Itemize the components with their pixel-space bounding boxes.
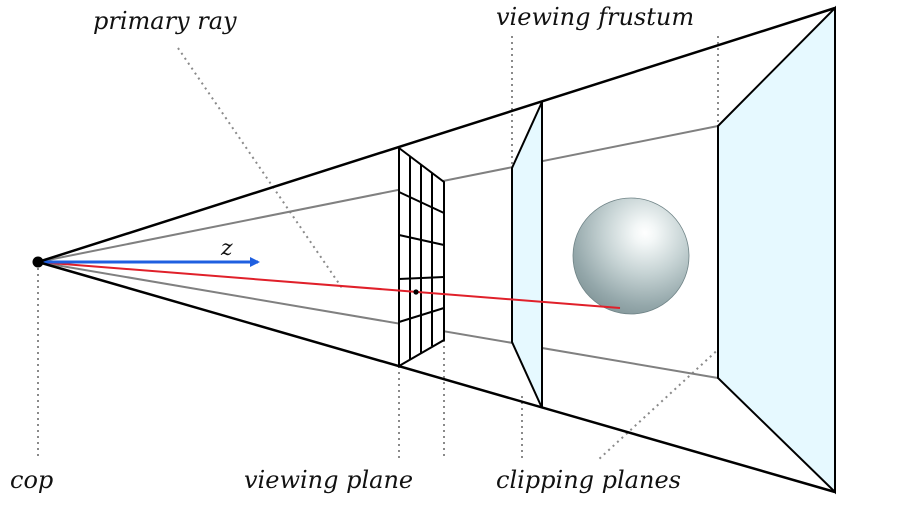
- leader-primary-ray: [177, 47, 343, 289]
- inner-edge-top: [37, 125, 719, 263]
- sphere: [572, 197, 690, 315]
- leader-lines: [37, 36, 836, 461]
- outer-edge-top: [37, 6, 836, 264]
- label-viewing-frustum: viewing frustum: [496, 3, 694, 31]
- cop-point: [32, 256, 44, 268]
- outer-frustum-edges: [37, 6, 836, 494]
- grid-row-1: [398, 191, 445, 214]
- outer-edge-bottom: [37, 260, 836, 494]
- grid-row-2: [398, 234, 445, 246]
- far-clipping-plane: [717, 5, 836, 495]
- label-viewing-plane: viewing plane: [244, 466, 413, 494]
- viewing-plane-grid: [398, 145, 445, 368]
- near-clipping-plane: [511, 101, 543, 409]
- ray-plane-intersection: [413, 289, 419, 295]
- inner-frustum-edges: [37, 125, 719, 379]
- grid-row-4: [398, 307, 445, 323]
- inner-edge-bottom: [37, 261, 719, 379]
- label-z-axis: z: [220, 236, 233, 261]
- grid-row-3: [398, 276, 445, 280]
- label-clipping-planes: clipping planes: [496, 466, 681, 494]
- label-cop: cop: [10, 466, 53, 494]
- primary-ray-line: [37, 261, 621, 309]
- label-primary-ray: primary ray: [93, 7, 237, 35]
